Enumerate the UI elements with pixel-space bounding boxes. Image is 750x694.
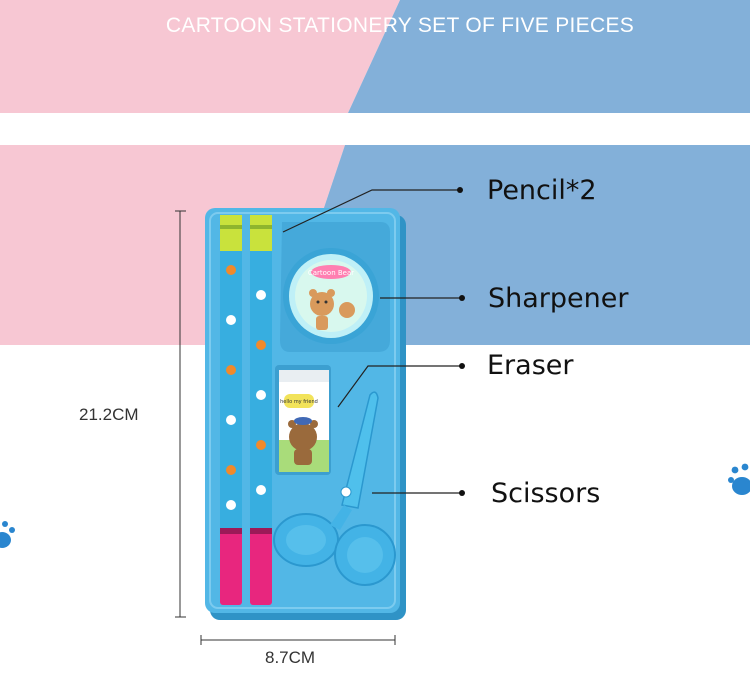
top-band-pink xyxy=(0,0,400,113)
scissors xyxy=(273,391,396,586)
case-inner-frame xyxy=(209,212,396,609)
eraser-bubble-text: hello my friend xyxy=(280,399,318,405)
eraser: hello my friend xyxy=(275,365,331,475)
label-scissors: Scissors xyxy=(491,478,601,509)
sharpener-badge-text: Cartoon Bear xyxy=(308,269,354,277)
dimension-height: 21.2CM xyxy=(79,405,139,424)
dimension-lines xyxy=(175,210,396,645)
pointer-lines xyxy=(282,187,465,496)
pencil-right xyxy=(250,215,272,605)
top-band-blue xyxy=(348,0,750,113)
label-pencil: Pencil*2 xyxy=(487,175,597,206)
paw-print-icon xyxy=(0,521,15,548)
label-eraser: Eraser xyxy=(487,350,574,381)
pencil-left xyxy=(220,215,242,605)
dimension-width: 8.7CM xyxy=(265,648,316,667)
paw-print-icon xyxy=(728,463,750,495)
label-sharpener: Sharpener xyxy=(488,283,629,314)
page-title: CARTOON STATIONERY SET OF FIVE PIECES xyxy=(165,14,635,37)
sharpener: Cartoon Bear xyxy=(283,248,379,344)
